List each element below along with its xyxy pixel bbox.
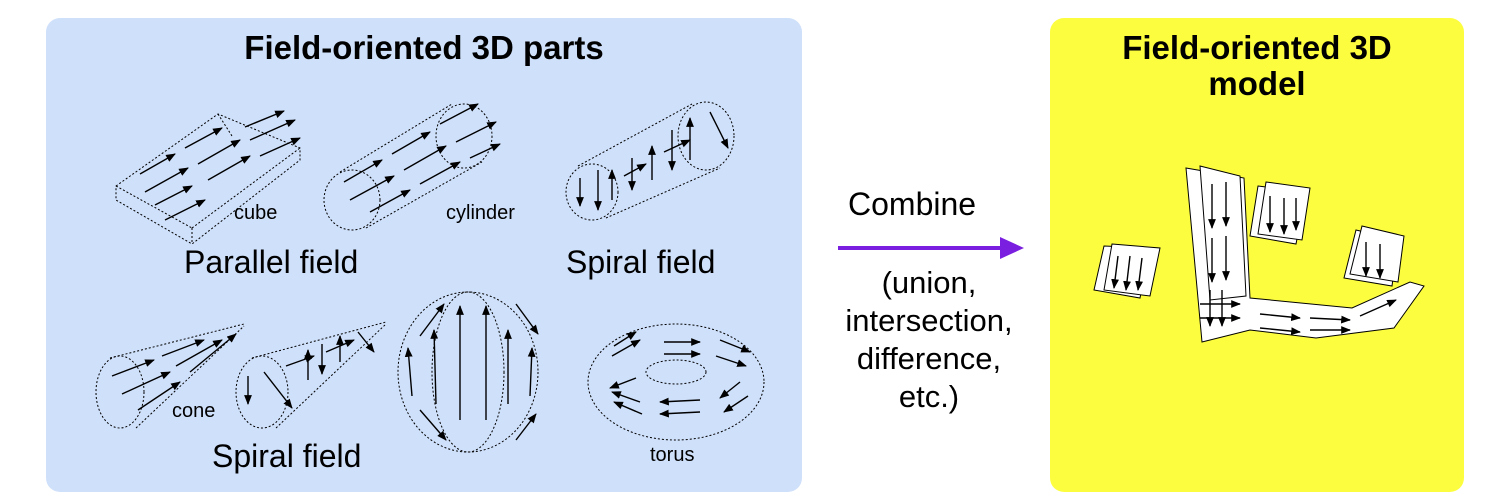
model-title-line2: model [1208,65,1306,102]
model-illustration [1093,165,1425,343]
combine-label: Combine [848,186,977,222]
spiral-cone-illustration [235,321,387,429]
operation-item: etc.) [898,379,960,414]
model-title-line1: Field-oriented 3D [1122,29,1392,66]
operation-item: difference, [856,341,1002,376]
torus-label: torus [650,444,695,466]
spiral-field-label-bottom: Spiral field [212,438,362,474]
cone-illustration [95,323,245,429]
model-panel-title: Field-oriented 3D model [1050,30,1464,102]
spiral-cylinder-illustration [565,101,735,221]
operation-item: (union, [881,265,977,300]
cylinder-label: cylinder [446,202,515,224]
parts-panel-title: Field-oriented 3D parts [244,29,604,66]
cube-illustration [115,110,301,245]
spiral-field-label-top: Spiral field [566,244,716,280]
operations-list: (union, intersection, difference, etc.) [820,264,1038,416]
parallel-field-label: Parallel field [184,244,359,280]
combine-arrow [838,237,1024,259]
cone-label: cone [172,400,216,422]
operation-item: intersection, [845,303,1013,338]
torus-illustration [587,323,765,441]
cube-label: cube [234,202,278,224]
sphere-illustration [397,291,539,453]
cylinder-illustration [323,103,501,231]
